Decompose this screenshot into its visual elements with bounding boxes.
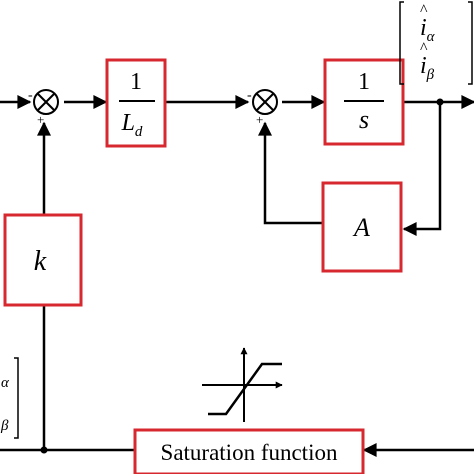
sum2-plus-sign: +	[256, 112, 263, 127]
line-A-to-sum2	[258, 121, 323, 225]
svg-text:Ld: Ld	[121, 110, 143, 140]
output-i-alpha: i	[420, 15, 427, 41]
inductance-denominator: L	[121, 110, 135, 136]
inductance-subscript: d	[135, 124, 143, 140]
block-inductance: 1 Ld	[105, 58, 167, 148]
sum1-minus-sign: -	[28, 88, 33, 103]
output-beta-subscript: β	[426, 67, 435, 83]
left-vector: α β	[0, 357, 19, 439]
svg-text:iα: iα	[420, 15, 436, 45]
saturation-curve-icon	[202, 347, 283, 422]
summing-junction-2	[252, 89, 278, 115]
line-output-to-A	[402, 102, 442, 236]
block-A-label: A	[352, 213, 370, 242]
block-A: A	[321, 181, 403, 273]
output-alpha-subscript: α	[427, 29, 436, 45]
summing-junction-1	[33, 89, 59, 115]
left-alpha-subscript: α	[1, 375, 10, 391]
output-vector: iα ^ iβ ^	[399, 1, 473, 85]
saturation-label: Saturation function	[161, 440, 338, 465]
sum1-plus-sign: +	[37, 112, 44, 127]
integrator-denominator: s	[359, 105, 369, 134]
block-k: k	[3, 213, 83, 307]
svg-text:iβ: iβ	[420, 53, 435, 83]
block-k-label: k	[34, 246, 47, 277]
block-integrator: 1 s	[323, 58, 405, 146]
left-beta-subscript: β	[0, 418, 9, 434]
output-i-alpha-hat: ^	[420, 2, 428, 19]
integrator-numerator: 1	[358, 69, 370, 95]
output-i-beta: i	[420, 53, 427, 79]
inductance-numerator: 1	[130, 69, 142, 95]
block-saturation: Saturation function	[133, 428, 365, 474]
output-i-beta-hat: ^	[420, 40, 428, 57]
sum2-minus-sign: -	[247, 88, 252, 103]
